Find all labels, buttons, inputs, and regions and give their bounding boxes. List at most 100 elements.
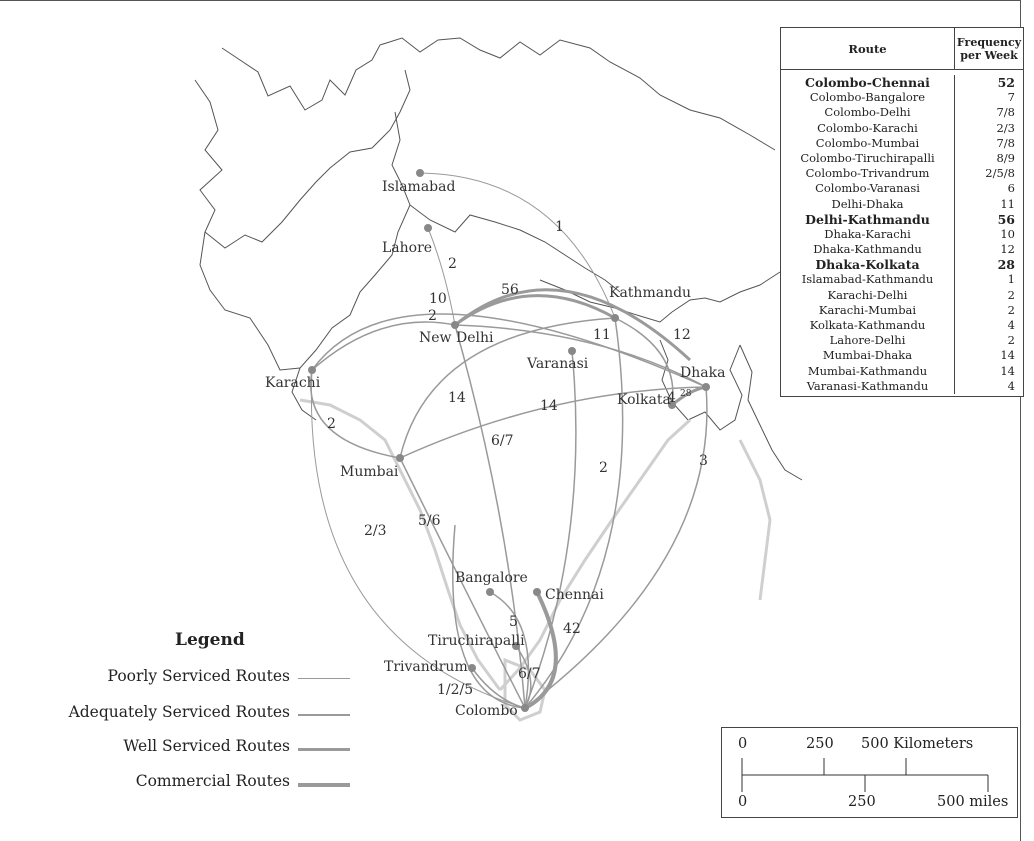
- border-afghanistan: [194, 69, 411, 249]
- kathmandu-dot: [611, 314, 619, 322]
- bangalore-dot: [486, 588, 494, 596]
- route-label-col-del: 6/7: [491, 433, 514, 449]
- route-label-col-kar: 2/3: [364, 523, 387, 539]
- table-cell-route: Dhaka-Karachi: [824, 226, 911, 241]
- lahore-dot: [424, 224, 432, 232]
- table-cell-frequency: 2: [1007, 302, 1015, 317]
- route-label-kar-mum: 2: [327, 416, 336, 432]
- karachi-dot: [308, 366, 316, 374]
- table-cell-frequency: 2: [1007, 333, 1015, 348]
- table-cell-route: Delhi-Kathmandu: [805, 211, 930, 227]
- table-cell-frequency: 2: [1007, 287, 1015, 302]
- route-label-mum-dhk: 14: [540, 398, 558, 414]
- table-cell-route: Delhi-Dhaka: [831, 196, 904, 211]
- table-cell-route: Dhaka-Kathmandu: [813, 242, 922, 257]
- colombo-label: Colombo: [455, 703, 518, 719]
- route-label-dhk-ktm-11: 11: [593, 327, 611, 343]
- table-cell-route: Mumbai-Dhaka: [822, 348, 913, 363]
- route-colombo-mumbai-west: [452, 524, 526, 709]
- trivandrum-label: Trivandrum: [384, 659, 468, 675]
- table-cell-frequency: 1: [1007, 272, 1015, 287]
- scale-lines: [741, 758, 989, 792]
- table-cell-frequency: 52: [997, 75, 1015, 90]
- tiruchirapalli-dot: [512, 642, 520, 650]
- table-cell-route: Colombo-Bangalore: [809, 90, 926, 105]
- border-bhutan: [671, 271, 781, 313]
- table-cell-route: Colombo-Trivandrum: [805, 166, 930, 181]
- route-colombo-dhaka: [524, 386, 708, 709]
- legend-swatch: [298, 783, 350, 787]
- table-cell-frequency: 10: [1000, 226, 1015, 241]
- legend-swatch: [298, 748, 350, 751]
- islamabad-dot: [416, 169, 424, 177]
- legend-item-well: Well Serviced Routes: [0, 737, 360, 761]
- table-cell-route: Colombo-Varanasi: [815, 181, 920, 196]
- coast-myanmar: [738, 439, 772, 601]
- colombo-dot: [521, 704, 529, 712]
- scale-km-500: 500 Kilometers: [861, 736, 974, 752]
- border-pakistan-india: [291, 111, 411, 421]
- route-colombo-delhi: [454, 324, 526, 709]
- route-labels: 1 2 56 10 2 11 12 14 14 2 6/7 2 3 2/3 5/…: [327, 219, 708, 698]
- table-cell-frequency: 14: [1000, 363, 1015, 378]
- route-colombo-bangalore: [489, 591, 530, 709]
- route-karachi-dhaka: [311, 313, 707, 388]
- scale-mi-500: 500 miles: [937, 794, 1009, 810]
- frequency-table: Route Frequency per Week Colombo-Chennai…: [780, 27, 1024, 397]
- route-colombo-varanasi: [524, 350, 577, 709]
- dhaka-label: Dhaka: [680, 365, 725, 381]
- route-label-lah-del: 2: [448, 256, 457, 272]
- lahore-label: Lahore: [382, 240, 432, 256]
- new-delhi-label: New Delhi: [419, 330, 494, 346]
- route-mumbai-dhaka: [399, 386, 707, 459]
- coast-srilanka: [503, 657, 547, 722]
- table-cell-frequency: 4: [1007, 378, 1015, 393]
- route-colombo-mumbai: [399, 457, 526, 709]
- route-label-isl-ktm: 1: [555, 219, 564, 235]
- route-label-col-blr: 5: [509, 614, 518, 630]
- table-cell-frequency: 28: [997, 257, 1015, 273]
- coast-east: [498, 418, 692, 692]
- table-cell-frequency: 4: [1007, 318, 1015, 332]
- trivandrum-dot: [468, 664, 476, 672]
- bangalore-label: Bangalore: [455, 570, 528, 586]
- varanasi-label: Varanasi: [526, 356, 589, 372]
- route-karachi-mumbai: [310, 369, 401, 459]
- table-cell-frequency: 11: [1000, 196, 1015, 211]
- border-north-west: [221, 37, 776, 151]
- scale-bar: 0 250 500 Kilometers 0 250 500 miles: [721, 727, 1018, 818]
- table-header: Route Frequency per Week: [781, 28, 1023, 70]
- table-cell-frequency: 7/8: [996, 135, 1015, 150]
- route-karachi-delhi: [311, 321, 456, 371]
- table-cell-route: Islamabad-Kathmandu: [801, 272, 934, 287]
- city-dots: [308, 169, 710, 712]
- new-delhi-dot: [451, 321, 459, 329]
- route-colombo-chennai: [524, 591, 558, 710]
- kathmandu-label: Kathmandu: [609, 285, 691, 301]
- table-cell-frequency: 2/5/8: [985, 166, 1015, 181]
- table-cell-frequency: 7: [1007, 90, 1015, 105]
- table-header-route: Route: [781, 28, 955, 69]
- border-china-india: [409, 204, 621, 293]
- table-cell-route: Colombo-Karachi: [817, 120, 918, 135]
- table-cell-route: Kolkata-Kathmandu: [809, 318, 926, 332]
- table-cell-route: Dhaka-Kolkata: [815, 257, 920, 273]
- mumbai-label: Mumbai: [340, 464, 399, 480]
- chennai-dot: [533, 588, 541, 596]
- border-myanmar: [739, 344, 803, 481]
- table-cell-frequency: 56: [997, 211, 1015, 227]
- route-label-col-trz: 6/7: [518, 666, 541, 682]
- route-label-mum-ktm: 14: [448, 390, 466, 406]
- chennai-label: Chennai: [545, 587, 604, 603]
- table-cell-route: Karachi-Delhi: [827, 287, 908, 302]
- table-cell-route: Varanasi-Kathmandu: [806, 378, 929, 393]
- table-cell-route: Karachi-Mumbai: [818, 302, 917, 317]
- route-colombo-trivandrum: [471, 667, 526, 709]
- table-cell-frequency: 8/9: [996, 150, 1015, 165]
- legend-item-adequate: Adequately Serviced Routes: [0, 703, 360, 727]
- route-colombo-karachi: [310, 369, 526, 709]
